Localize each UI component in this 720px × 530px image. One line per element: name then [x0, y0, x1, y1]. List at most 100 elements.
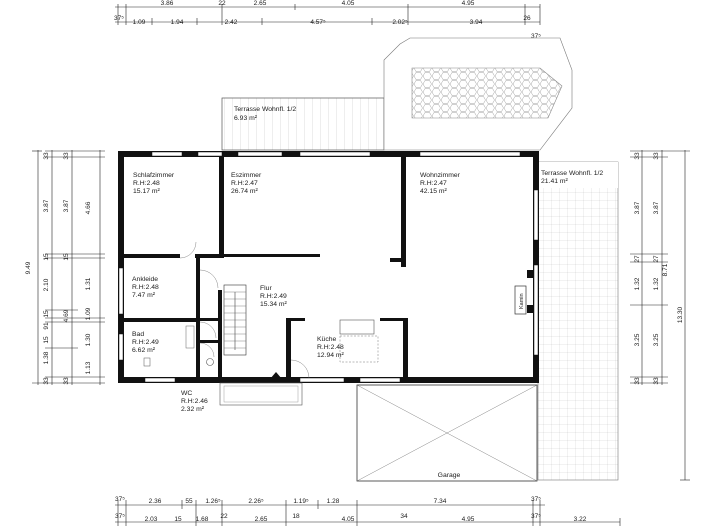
dim-label: 1.09: [85, 307, 92, 320]
dim-label: 33: [63, 377, 70, 385]
dim-label: 6.62 m²: [132, 347, 156, 354]
dim-label: 4.57⁵: [310, 19, 326, 26]
dim-label: 3.22: [574, 516, 587, 523]
dim-label: 18: [292, 513, 300, 520]
dim-label: 1.94: [171, 19, 184, 26]
dim-label: R.H:2.47: [420, 180, 447, 187]
dim-label: 1.19⁵: [293, 498, 309, 505]
terrace-area: 6.93 m²: [234, 115, 258, 122]
dim-label: 37⁵: [531, 513, 541, 520]
dim-label: R.H:2.48: [132, 284, 159, 291]
dim-label: 33: [653, 152, 660, 160]
garage-label: Garage: [438, 472, 461, 479]
dim-label: 33: [634, 152, 641, 160]
dim-label: 33: [43, 152, 50, 160]
dim-label: 15: [174, 516, 182, 523]
dim-label: 9.49: [25, 261, 32, 274]
dim-label: 13.30: [677, 306, 684, 323]
staircase: [223, 284, 247, 356]
dim-label: 3.94: [470, 19, 483, 26]
kamin-label: Kamin: [519, 293, 525, 309]
dim-label: Eszimmer: [231, 172, 262, 179]
dim-label: Flur: [260, 285, 272, 292]
dim-label: R.H:2.49: [132, 339, 159, 346]
room-kueche: Küche R.H:2.48 12.94 m²: [317, 336, 345, 359]
dim-label: 2.26⁵: [248, 498, 264, 505]
outer-walls: [118, 151, 539, 383]
terrace-area: 21.41 m²: [541, 178, 569, 185]
right-dimension-totals: 8.71 13.30: [662, 263, 684, 323]
kitchen-counter: [339, 319, 379, 363]
dim-label: 1.26⁵: [205, 498, 221, 505]
dim-label: Schlafzimmer: [133, 172, 175, 179]
dim-label: 37⁵: [115, 496, 125, 503]
dim-label: 55: [185, 498, 193, 505]
dim-label: 2.36: [149, 498, 162, 505]
bottom-dimension-row-1: 37⁵ 2.36 55 1.26⁵ 2.26⁵ 1.19⁵ 1.28 7.34 …: [115, 496, 541, 505]
dim-label: 1.28: [327, 498, 340, 505]
dim-label: 27: [653, 255, 660, 263]
entrance-porch: [219, 372, 303, 406]
dim-label: 3.25: [653, 333, 660, 346]
dim-label: 22: [220, 513, 228, 520]
dim-label: R.H:2.47: [231, 180, 258, 187]
terrace-upper-left: Terrasse Wohnfl. 1/2 6.93 m²: [221, 97, 385, 151]
room-flur: Flur R.H:2.49 15.34 m²: [260, 285, 288, 308]
dim-label: 3.87: [653, 201, 660, 214]
room-schlafzimmer: Schlafzimmer R.H:2.48 15.17 m²: [133, 172, 175, 195]
right-dimension-col-b: 33 3.87 27 1.32 3.25 33: [653, 152, 660, 385]
dim-label: 37⁵: [531, 33, 541, 40]
dim-label: R.H:2.48: [317, 344, 344, 351]
top-dimension-lines: [115, 4, 541, 25]
dim-label: 4.69: [63, 309, 70, 322]
dim-label: R.H:2.48: [133, 180, 160, 187]
terrace-right: Terrasse Wohnfl. 1/2 21.41 m²: [537, 161, 619, 481]
dim-label: 3.87: [63, 199, 70, 212]
interior-walls: [124, 157, 533, 383]
dim-label: 1.09: [133, 19, 146, 26]
top-dimension-row-2: 37⁵ 1.09 1.94 2.42 4.57⁵ 2.02⁵ 3.94 26 3…: [114, 15, 541, 40]
terrace-upper-right-paving: [383, 37, 573, 151]
dim-label: 1.31: [85, 277, 92, 290]
dim-label: 33: [63, 152, 70, 160]
kamin: Kamin: [514, 285, 527, 315]
dim-label: 15.34 m²: [260, 301, 288, 308]
dim-label: 2.03: [145, 516, 158, 523]
dim-label: 1.38: [43, 351, 50, 364]
dim-label: 26: [523, 15, 531, 22]
dim-label: 33: [653, 377, 660, 385]
left-dimension-lines: [32, 150, 105, 385]
dim-label: Wohnzimmer: [420, 172, 461, 179]
room-ankleide: Ankleide R.H:2.48 7.47 m²: [132, 276, 159, 299]
dim-label: 3.86: [161, 0, 174, 7]
dim-label: 33: [43, 377, 50, 385]
terrace-name: Terrasse Wohnfl. 1/2: [541, 170, 603, 177]
dim-label: 27: [634, 255, 641, 263]
room-wc: WC R.H:2.46 2.32 m²: [181, 390, 208, 413]
dim-label: 22: [218, 0, 226, 7]
garage: Garage: [356, 384, 538, 482]
dim-label: 15: [63, 253, 70, 261]
dim-label: 91: [43, 322, 50, 330]
dim-label: 33: [634, 377, 641, 385]
dim-label: 2.02⁵: [392, 19, 408, 26]
dim-label: 3.25: [634, 333, 641, 346]
dim-label: 1.13: [85, 361, 92, 374]
bath-fixtures: [143, 325, 214, 367]
room-bad: Bad R.H:2.49 6.62 m²: [132, 331, 159, 354]
dim-label: 15: [43, 336, 50, 344]
dim-label: 7.34: [434, 498, 447, 505]
dim-label: 1.32: [653, 277, 660, 290]
dim-label: 1.68: [196, 516, 209, 523]
dim-label: 2.42: [225, 19, 238, 26]
dim-label: 2.10: [43, 278, 50, 291]
dim-label: Bad: [132, 331, 144, 338]
dim-label: WC: [181, 390, 192, 397]
dim-label: 4.05: [342, 0, 355, 7]
dim-label: 42.15 m²: [420, 188, 448, 195]
room-labels: Schlafzimmer R.H:2.48 15.17 m² Eszimmer …: [132, 172, 461, 413]
left-dimension-col-a: 33 3.87 15 2.10 15 91 15 1.38 33: [43, 152, 50, 385]
bottom-dimension-lines: [115, 500, 621, 526]
top-dimension-row-1: 3.86 22 2.65 4.05 4.95: [161, 0, 475, 7]
